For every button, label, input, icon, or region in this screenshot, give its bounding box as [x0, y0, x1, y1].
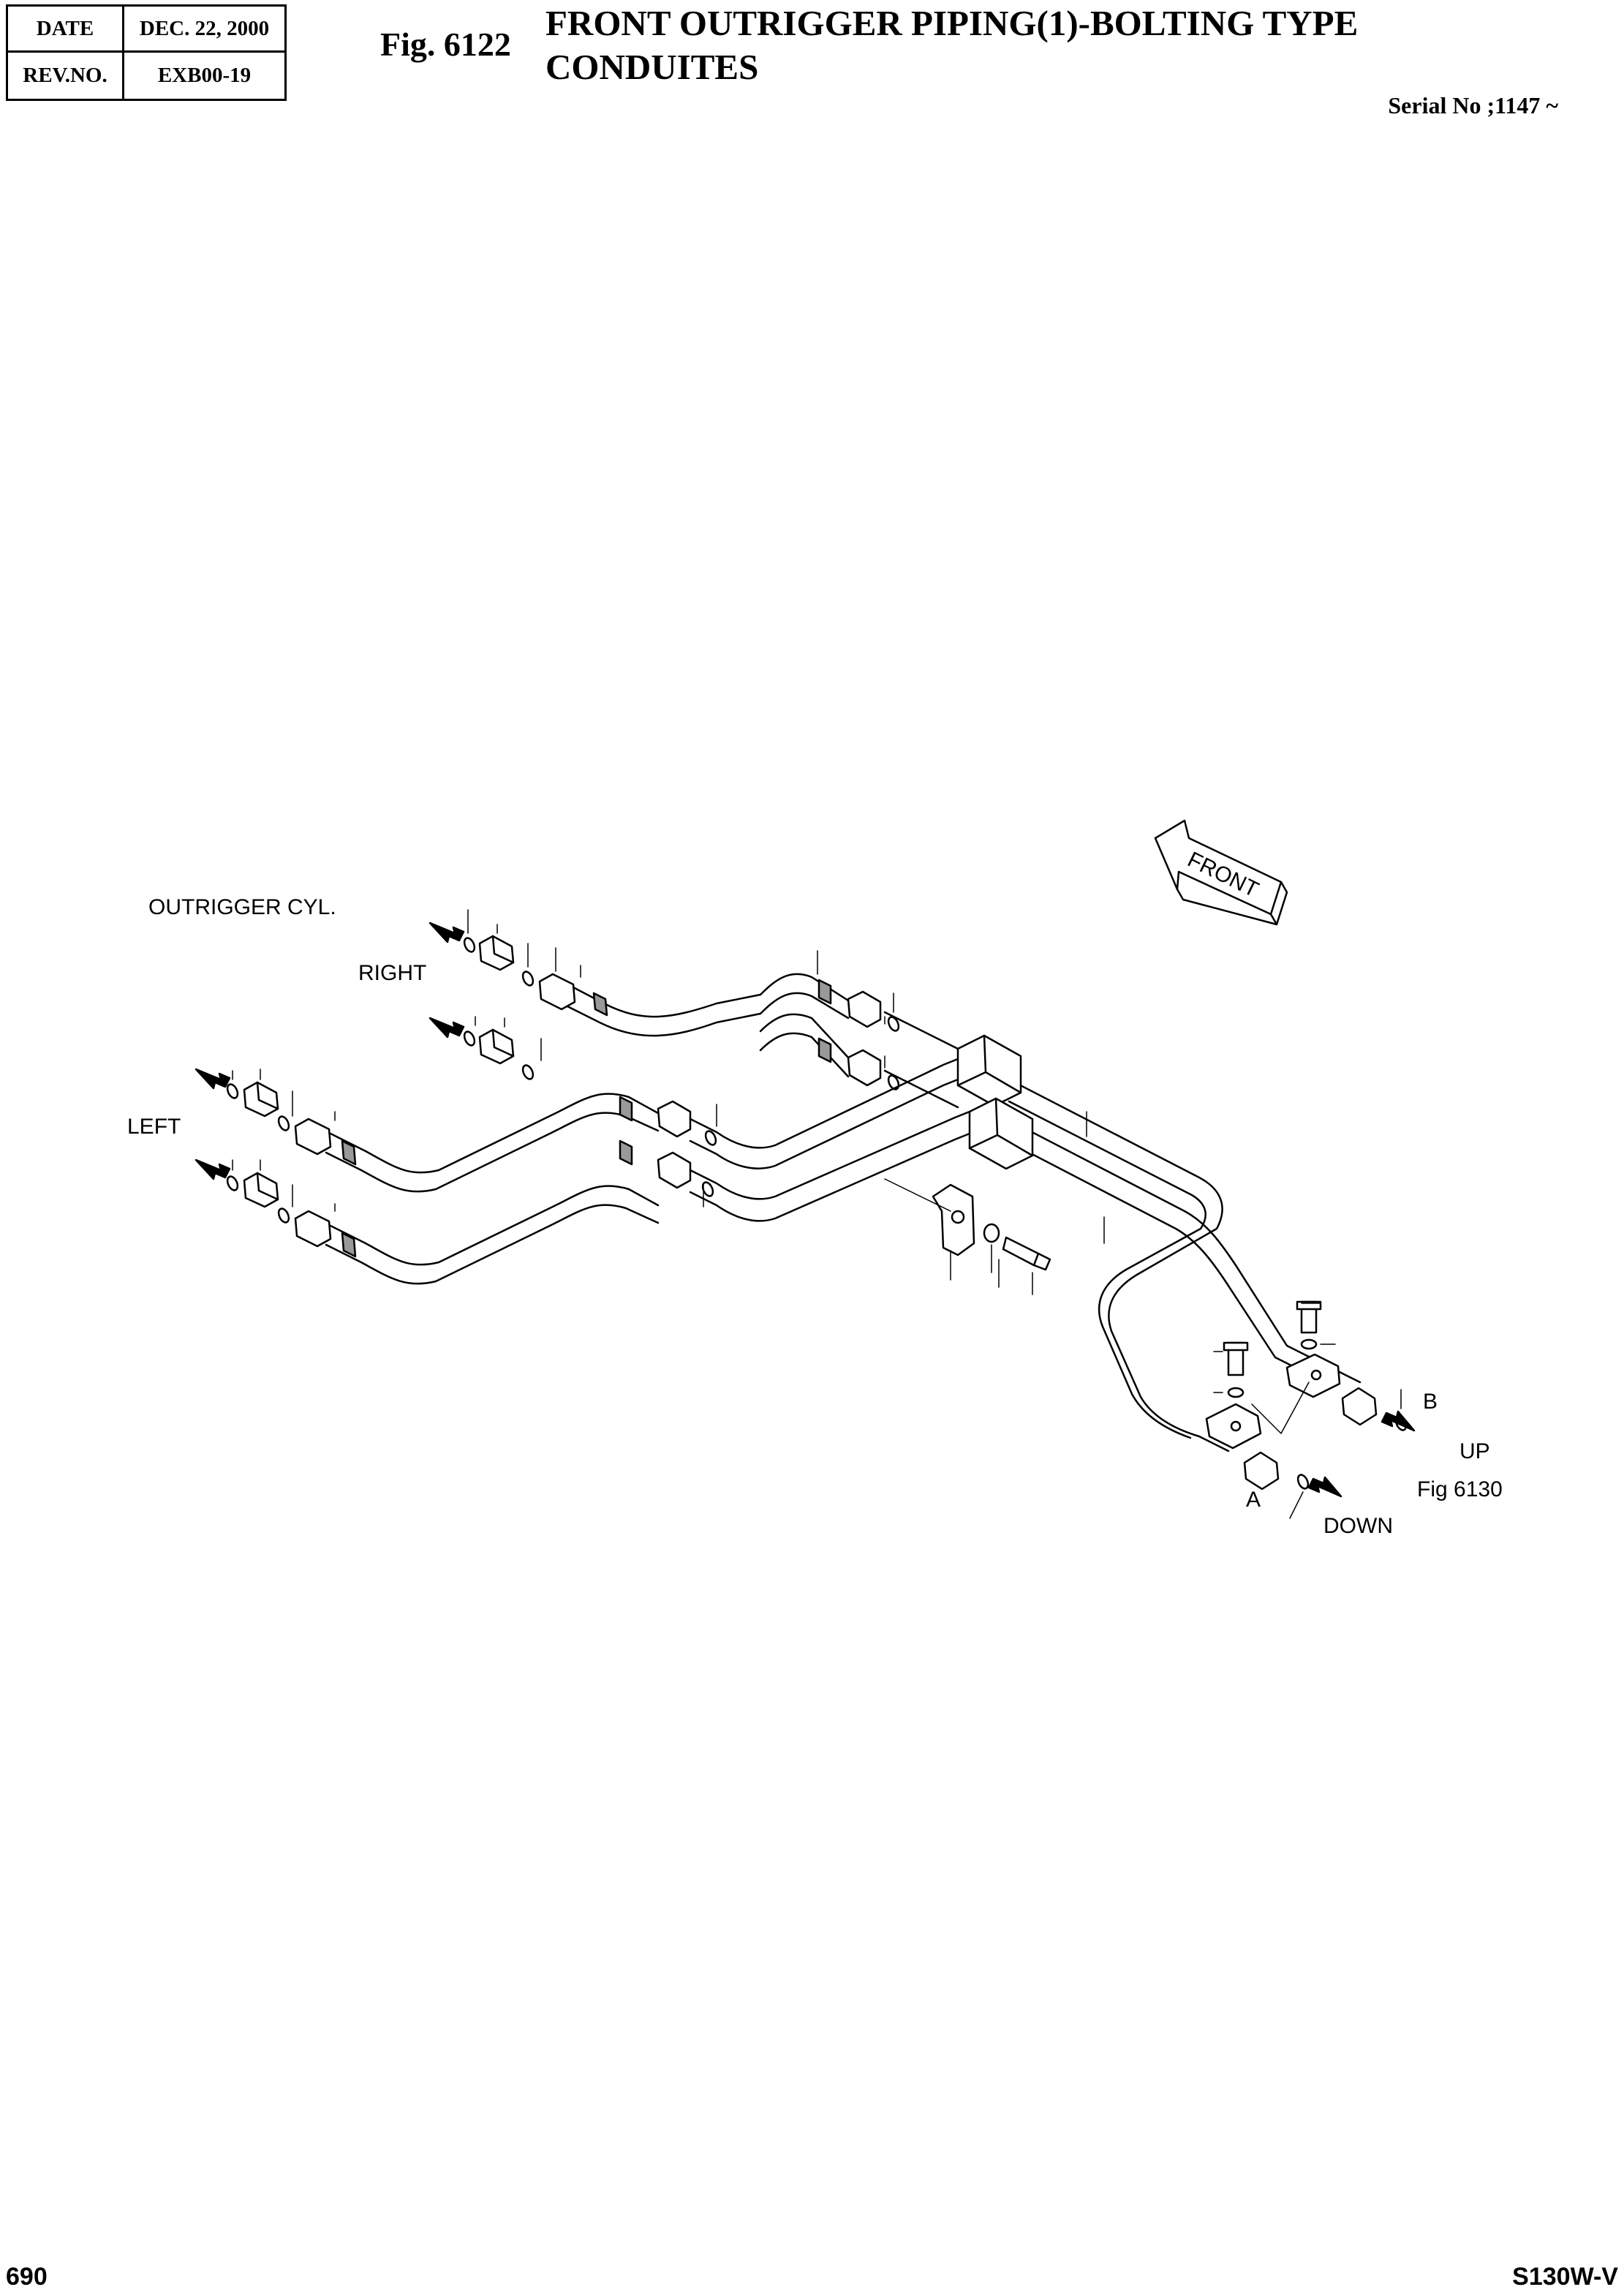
steel-pipes	[689, 1011, 1361, 1452]
date-value: DEC. 22, 2000	[139, 16, 270, 40]
revision-info-table: DATE DEC. 22, 2000 REV.NO. EXB00-19	[6, 4, 287, 101]
label-fig-ref: Fig 6130	[1417, 1477, 1503, 1501]
model-name: S130W-V	[1512, 2263, 1618, 2291]
revision-value: EXB00-19	[157, 64, 252, 87]
table-divider-vertical	[122, 7, 124, 99]
page-title: FRONT OUTRIGGER PIPING(1)-BOLTING TYPE C…	[545, 1, 1358, 89]
label-left: LEFT	[127, 1115, 181, 1139]
label-down: DOWN	[1323, 1514, 1393, 1538]
revision-label: REV.NO.	[23, 64, 107, 87]
hose-fittings	[294, 973, 882, 1248]
leader-lines	[232, 909, 1402, 1519]
o-rings	[226, 937, 1408, 1490]
front-arrow	[1154, 819, 1288, 926]
clamp-assembly	[932, 1183, 1051, 1271]
date-label: DATE	[36, 16, 94, 40]
figure-number: Fig. 6122	[380, 26, 511, 63]
title-line-1: FRONT OUTRIGGER PIPING(1)-BOLTING TYPE	[545, 3, 1359, 43]
hose-assemblies	[325, 973, 850, 1285]
label-outrigger-cyl: OUTRIGGER CYL.	[148, 895, 336, 919]
serial-number: Serial No ;1147 ~	[1388, 92, 1558, 118]
title-line-2: CONDUITES	[545, 47, 759, 87]
label-right: RIGHT	[358, 961, 426, 985]
page-number: 690	[6, 2263, 48, 2291]
label-up: UP	[1459, 1439, 1490, 1463]
table-divider-horizontal	[8, 50, 284, 53]
label-port-b: B	[1423, 1390, 1438, 1414]
tee-blocks	[956, 1034, 1034, 1170]
cylinder-adapters	[243, 935, 515, 1208]
label-port-a: A	[1246, 1488, 1261, 1512]
